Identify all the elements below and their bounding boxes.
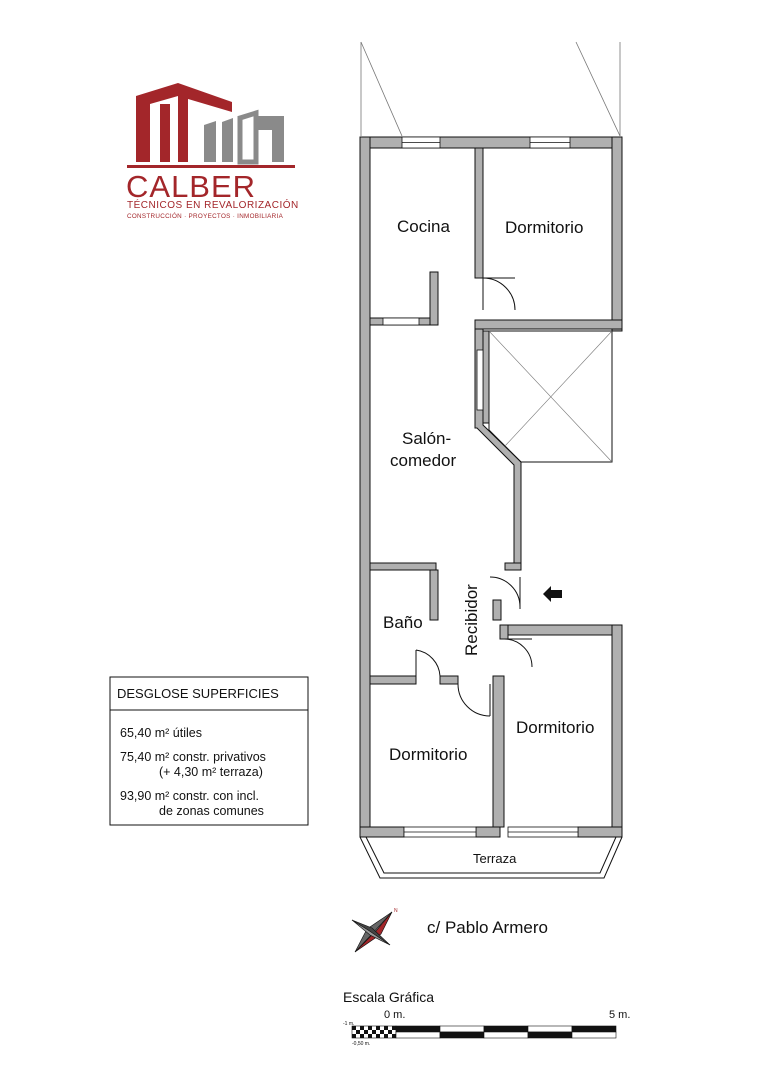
room-label-kitchen: Cocina bbox=[397, 217, 450, 236]
calber-logo: CALBER TÉCNICOS EN REVALORIZACIÓN CONSTR… bbox=[126, 83, 299, 220]
logo-house-shape bbox=[136, 83, 232, 162]
scale-minus-one-label: -1 m. bbox=[343, 1021, 354, 1027]
room-label-bedroom-bottom: Dormitorio bbox=[389, 745, 467, 764]
room-label-terrace: Terraza bbox=[473, 851, 517, 866]
logo-name: CALBER bbox=[126, 169, 256, 204]
scale-bar-negative bbox=[351, 1025, 397, 1039]
room-label-hall: Recibidor bbox=[462, 584, 481, 656]
terrace-outline bbox=[359, 836, 623, 879]
street-name: c/ Pablo Armero bbox=[427, 918, 548, 937]
surfaces-title: DESGLOSE SUPERFICIES bbox=[117, 686, 279, 701]
surface-useful: 65,40 m² útiles bbox=[120, 726, 202, 740]
room-label-living-1: Salón- bbox=[402, 429, 451, 448]
room-label-bathroom: Baño bbox=[383, 613, 423, 632]
entrance-arrow-icon bbox=[543, 586, 562, 602]
room-label-bedroom-top: Dormitorio bbox=[505, 218, 583, 237]
patio-sketch-lines bbox=[360, 41, 621, 137]
logo-buildings-shape bbox=[204, 109, 284, 165]
logo-tagline: TÉCNICOS EN REVALORIZACIÓN bbox=[127, 198, 299, 211]
doors bbox=[415, 277, 533, 717]
surface-common-2: de zonas comunes bbox=[159, 804, 264, 818]
room-label-bedroom-right: Dormitorio bbox=[516, 718, 594, 737]
light-well bbox=[488, 330, 613, 463]
surface-private-2: (+ 4,30 m² terraza) bbox=[159, 765, 263, 779]
svg-text:N: N bbox=[394, 908, 398, 914]
surface-private-1: 75,40 m² constr. privativos bbox=[120, 750, 266, 764]
scale-zero-label: 0 m. bbox=[384, 1009, 405, 1021]
room-label-living-2: comedor bbox=[390, 451, 456, 470]
surface-common-1: 93,90 m² constr. con incl. bbox=[120, 789, 259, 803]
compass-rose-icon: N bbox=[351, 908, 398, 953]
logo-services: CONSTRUCCIÓN · PROYECTOS · INMOBILIARIA bbox=[127, 211, 284, 220]
scale-five-label: 5 m. bbox=[609, 1009, 630, 1021]
windows bbox=[382, 136, 579, 838]
scale-title: Escala Gráfica bbox=[343, 989, 434, 1005]
surfaces-table: DESGLOSE SUPERFICIES 65,40 m² útiles 75,… bbox=[109, 676, 309, 826]
graphic-scale: Escala Gráfica 0 m. 5 m. -1 m. -0,50 m. bbox=[343, 989, 630, 1047]
scale-bar-positive bbox=[395, 1025, 617, 1039]
scale-half-label: -0,50 m. bbox=[352, 1041, 370, 1047]
